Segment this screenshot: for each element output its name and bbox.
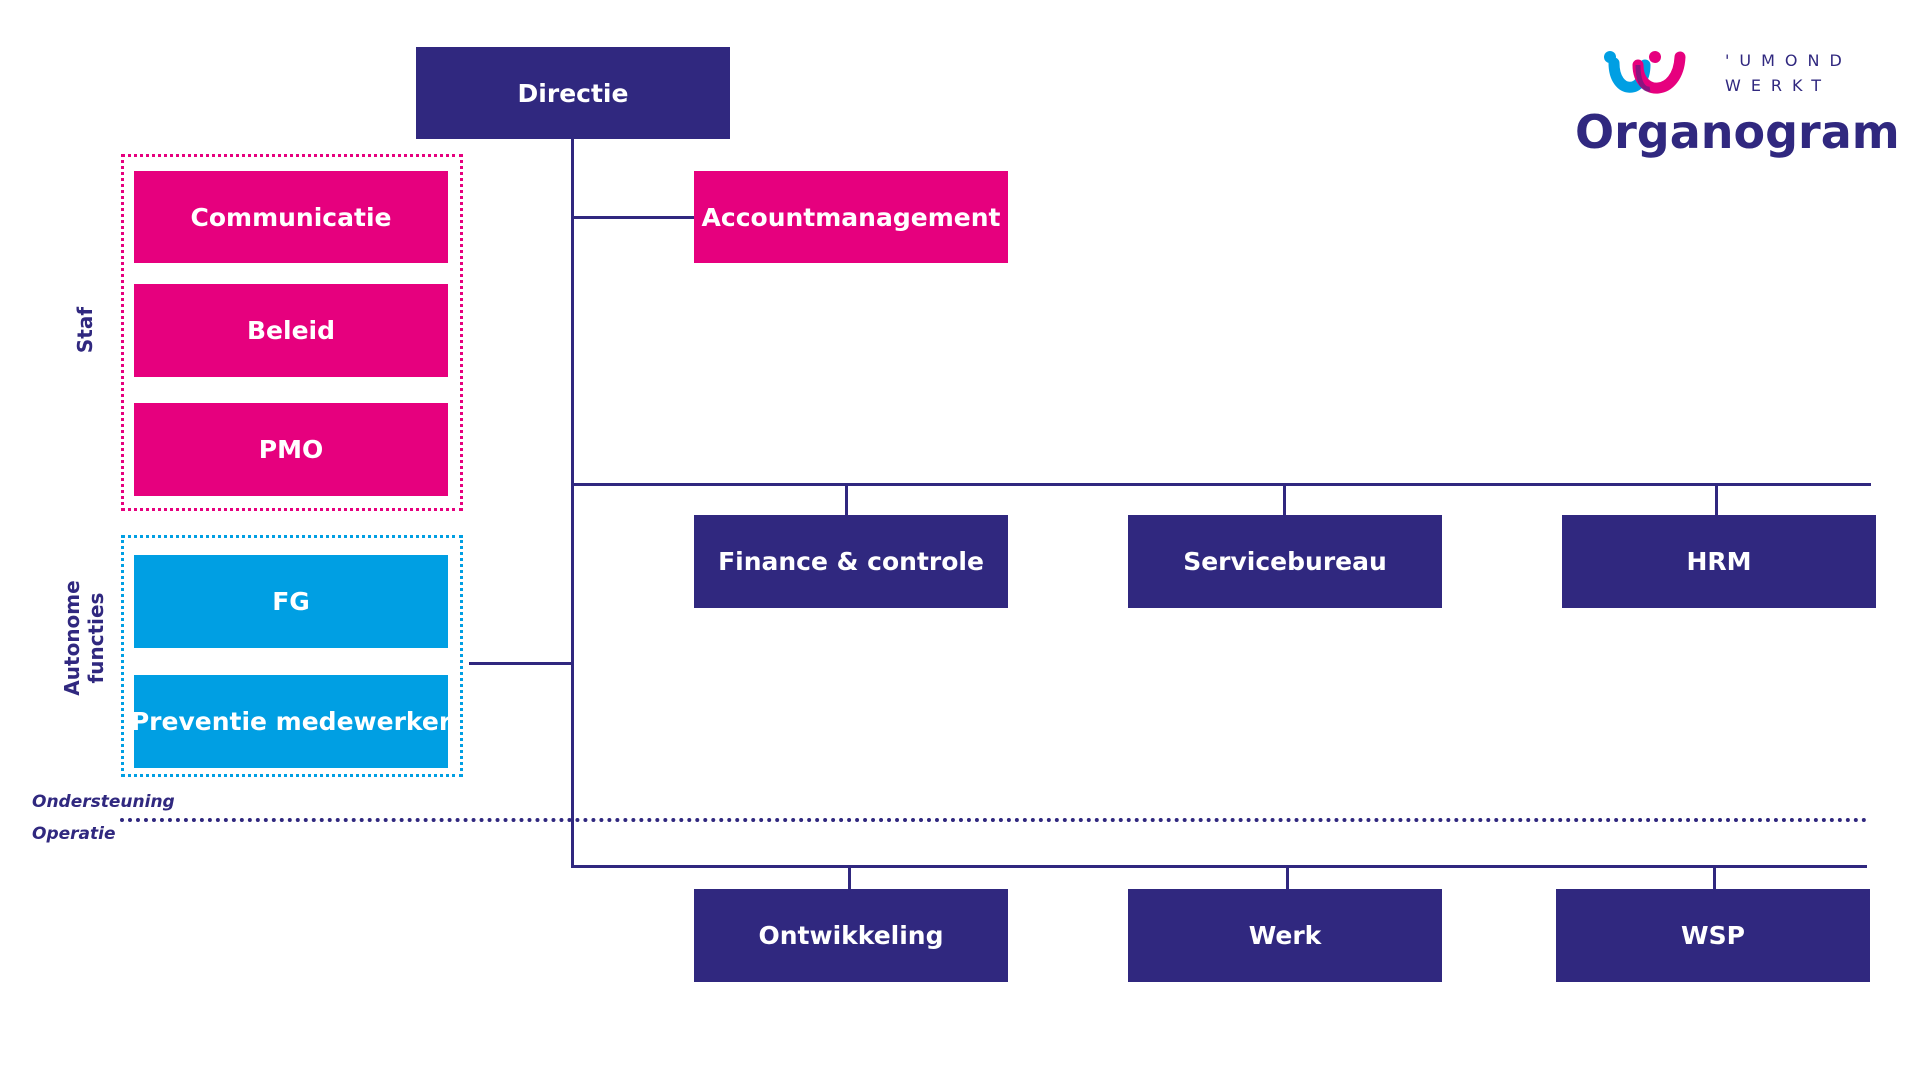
autonome-group [121, 535, 463, 777]
fg-box: FG [134, 555, 448, 648]
staf-label: Staf [73, 306, 97, 354]
page-title: Organogram [1575, 105, 1900, 159]
ondersteuning-drop-2 [1283, 483, 1286, 515]
ontwikkeling-box: Ontwikkeling [694, 889, 1008, 982]
autonome-connector [469, 662, 573, 665]
brand-wordmark: 'UMOND WERKT [1725, 48, 1852, 98]
ondersteuning-operatie-divider [120, 818, 1868, 822]
operatie-label: Operatie [32, 824, 116, 844]
pmo-box: PMO [134, 403, 448, 496]
brand-logo [1560, 40, 1860, 170]
operatie-drop-1 [848, 865, 851, 889]
ondersteuning-hline [571, 483, 1871, 486]
wordmark-line-1: 'UMOND [1725, 51, 1852, 70]
autonome-label-line-1: Autonome [60, 580, 84, 696]
staf-group [121, 154, 463, 511]
directie-box: Directie [416, 47, 730, 139]
autonome-label: Autonome functies [60, 578, 108, 698]
umond-werkt-logo-icon [1604, 51, 1686, 94]
autonome-label-line-2: functies [84, 592, 108, 684]
operatie-drop-2 [1286, 865, 1289, 889]
preventie-medewerker-box: Preventie medewerker [131, 675, 451, 768]
servicebureau-box: Servicebureau [1128, 515, 1442, 608]
ondersteuning-drop-1 [845, 483, 848, 515]
finance-controle-box: Finance & controle [694, 515, 1008, 608]
ondersteuning-label: Ondersteuning [32, 792, 175, 812]
werk-box: Werk [1128, 889, 1442, 982]
account-connector [571, 216, 694, 219]
operatie-drop-3 [1713, 865, 1716, 889]
wsp-box: WSP [1556, 889, 1870, 982]
accountmanagement-box: Accountmanagement [694, 171, 1008, 263]
communicatie-box: Communicatie [134, 171, 448, 263]
ondersteuning-drop-3 [1715, 483, 1718, 515]
hrm-box: HRM [1562, 515, 1876, 608]
operatie-hline [571, 865, 1867, 868]
main-vertical-line [571, 138, 574, 868]
beleid-box: Beleid [134, 284, 448, 377]
wordmark-line-2: WERKT [1725, 76, 1832, 95]
